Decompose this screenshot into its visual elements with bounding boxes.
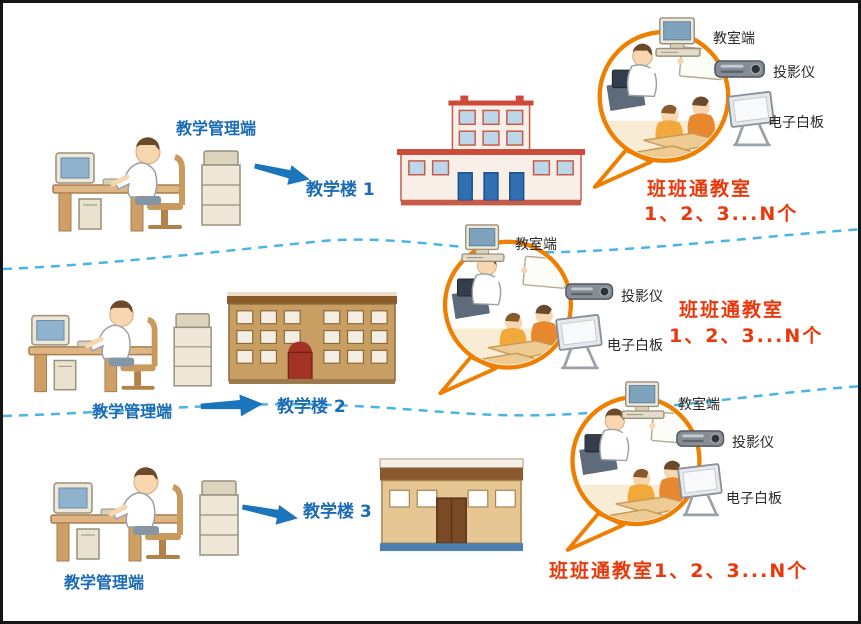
banbantong-classroom-count: 1、2、3...N个 — [669, 325, 824, 347]
projector-icon — [714, 57, 769, 82]
terminal-label: 教室端 — [713, 31, 755, 47]
projector-label: 投影仪 — [732, 435, 774, 451]
whiteboard-label: 电子白板 — [607, 338, 663, 354]
manager-terminal-label: 教学管理端 — [176, 119, 257, 138]
school-building-illustration — [378, 455, 525, 555]
whiteboard-icon — [555, 314, 603, 372]
link-arrow-icon — [198, 392, 266, 421]
management-workstation-illustration — [51, 123, 246, 235]
manager-terminal-label: 教学管理端 — [92, 402, 173, 421]
banbantong-classroom-title: 班班通教室1、2、3...N个 — [549, 560, 809, 582]
classroom-terminal-icon — [649, 17, 707, 59]
classroom-terminal-icon — [615, 381, 671, 421]
projector-icon — [676, 427, 728, 451]
banbantong-classroom-count: 1、2、3...N个 — [644, 203, 799, 225]
whiteboard-label: 电子白板 — [726, 491, 782, 507]
terminal-label: 教室端 — [515, 237, 557, 253]
manager-terminal-label: 教学管理端 — [64, 573, 145, 592]
classroom-terminal-icon — [455, 224, 511, 264]
banbantong-classroom-title: 班班通教室 — [679, 299, 785, 321]
building-label: 教学楼 3 — [303, 502, 372, 522]
whiteboard-label: 电子白板 — [768, 115, 824, 131]
school-building-illustration — [227, 290, 397, 387]
management-workstation-illustration — [49, 453, 244, 565]
school-building-illustration — [397, 95, 585, 207]
management-workstation-illustration — [27, 286, 217, 396]
whiteboard-icon — [677, 462, 723, 520]
building-label: 教学楼 1 — [306, 180, 375, 200]
projector-label: 投影仪 — [773, 65, 815, 81]
building-label: 教学楼 2 — [277, 397, 346, 417]
link-arrow-icon — [250, 155, 314, 192]
terminal-label: 教室端 — [678, 397, 720, 413]
link-arrow-icon — [238, 496, 301, 531]
banbantong-classroom-title: 班班通教室 — [647, 178, 753, 200]
projector-icon — [565, 280, 617, 304]
projector-label: 投影仪 — [621, 289, 663, 305]
